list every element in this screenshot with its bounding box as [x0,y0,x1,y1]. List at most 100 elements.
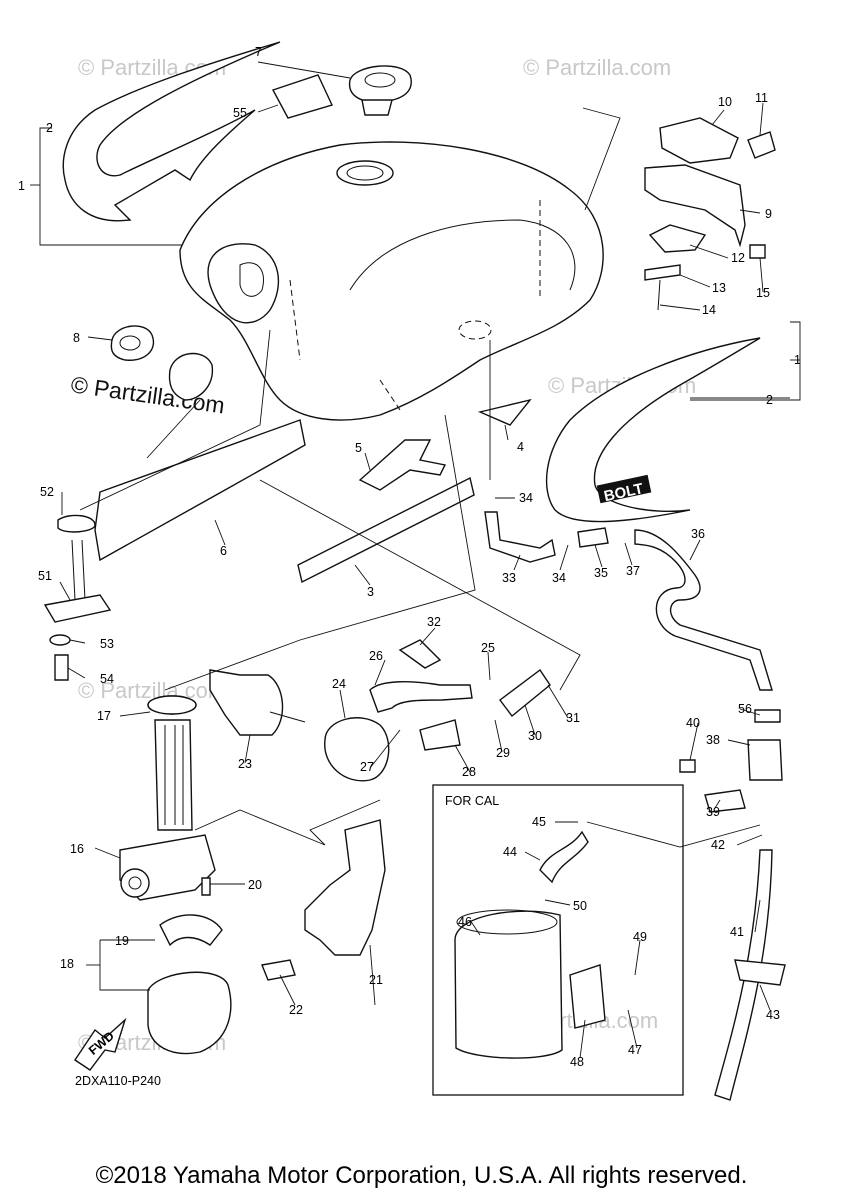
hose-26 [369,681,473,713]
callout-50: 50 [573,899,587,913]
callout-4: 4 [517,440,524,454]
bracket-9 [644,164,746,248]
hose-30 [499,668,551,718]
watermark-2: © Partzilla.com [523,55,671,80]
bolt-decal: BOLT [596,474,652,505]
callout-48: 48 [570,1055,584,1069]
callout-27: 27 [360,760,374,774]
callout-1-right: 1 [794,353,801,367]
damper-10 [659,117,739,164]
callout-23: 23 [238,757,252,771]
watermark-4: © Partzilla.com [78,678,226,703]
strip-3 [297,476,475,584]
callout-39: 39 [706,805,720,819]
callout-51: 51 [38,569,52,583]
callout-26: 26 [369,649,383,663]
callout-20: 20 [248,878,262,892]
pipe-28 [419,719,461,751]
callout-21: 21 [369,973,383,987]
fuel-sender [43,514,112,681]
callout-leaders [59,61,790,1059]
fuel-filter-23 [209,669,284,736]
guard-18 [147,971,232,1055]
callout-25: 25 [481,641,495,655]
callout-16: 16 [70,842,84,856]
callout-6: 6 [220,544,227,558]
callout-3: 3 [367,585,374,599]
group-lines [30,107,801,991]
copyright-notice: ©2018 Yamaha Motor Corporation, U.S.A. A… [95,1162,748,1189]
callout-37: 37 [626,564,640,578]
side-cover-6 [94,419,306,562]
callout-14: 14 [702,303,716,317]
callout-34-upper: 34 [519,491,533,505]
callout-29: 29 [496,746,510,760]
collar-13 [644,264,681,281]
callout-55: 55 [233,106,247,120]
cap-nut [110,325,155,361]
callout-38: 38 [706,733,720,747]
callout-43: 43 [766,1008,780,1022]
callout-10: 10 [718,95,732,109]
callout-2: 2 [46,121,53,135]
callout-56: 56 [738,702,752,716]
clip-11 [747,131,776,159]
petcock-assembly [119,695,216,901]
filter-38 [747,739,783,781]
callout-19: 19 [115,934,129,948]
callout-45: 45 [532,815,546,829]
warning-label [271,74,333,119]
callout-numbers: 2 1 7 55 8 10 11 9 12 13 14 15 1 2 4 5 6… [18,45,801,1069]
callout-46: 46 [458,915,472,929]
callout-5: 5 [355,441,362,455]
callout-44: 44 [503,845,517,859]
callout-1: 1 [18,179,25,193]
bolt-15 [749,244,766,259]
callout-17: 17 [97,709,111,723]
callout-13: 13 [712,281,726,295]
callout-40: 40 [686,716,700,730]
callout-11: 11 [755,91,768,105]
bracket-48 [569,964,606,1029]
callout-32: 32 [427,615,441,629]
plate-5 [358,439,447,491]
callout-18: 18 [60,957,74,971]
callout-33: 33 [502,571,516,585]
callout-53: 53 [100,637,114,651]
side-emblem-right [545,337,761,523]
side-emblem-left [62,41,281,222]
gasket-17 [147,695,197,715]
callout-7: 7 [255,45,262,59]
guard-19 [159,914,223,947]
callout-54: 54 [100,672,114,686]
vent-cap [168,352,214,401]
bolt-14 [657,279,661,311]
callout-31: 31 [566,711,580,725]
diagram-code: 2DXA110-P240 [75,1074,161,1088]
fuel-cap [348,65,412,103]
callout-41: 41 [730,925,744,939]
callout-30: 30 [528,729,542,743]
callout-15: 15 [756,286,770,300]
callout-36: 36 [691,527,705,541]
clamp-32 [398,639,442,669]
callout-34-lower: 34 [552,571,566,585]
for-cal-box: FOR CAL [432,784,684,1096]
callout-2-right: 2 [766,393,773,407]
callout-47: 47 [628,1043,642,1057]
hose-44 [539,830,589,884]
for-cal-label: FOR CAL [445,794,499,808]
fuel-tank [179,141,604,421]
clip-22 [261,959,296,981]
hose-33 [484,511,556,563]
bolt-40 [679,759,696,773]
joint-35 [577,527,609,548]
callout-28: 28 [462,765,476,779]
clamp-39 [704,789,746,813]
pump-24 [324,717,390,782]
callout-52: 52 [40,485,54,499]
callout-22: 22 [289,1003,303,1017]
canister-46 [454,910,563,1059]
clamp-56 [754,709,781,723]
